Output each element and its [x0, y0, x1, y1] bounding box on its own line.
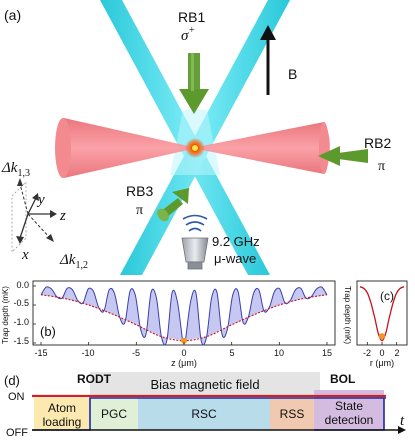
panel-b-frame	[32, 280, 336, 346]
panel-a: (a) RB1 σ+ B	[1, 0, 391, 275]
panel-b-label: (b)	[40, 324, 56, 339]
odt-beam-right-face	[319, 122, 329, 174]
axis-x-label: x	[21, 247, 29, 263]
xtick-label: -5	[132, 348, 140, 358]
rb3-polarization: π	[136, 203, 143, 218]
panel-a-label: (a)	[4, 7, 21, 23]
ytick-label: -1.5	[13, 336, 29, 346]
microwave-label: μ-wave	[214, 251, 256, 266]
panel-c: (c) -2 0 2 r (μm) Trap depth (mK)	[343, 280, 408, 368]
panel-b-plot	[33, 285, 328, 346]
panel-b-xlabel: z (μm)	[171, 358, 197, 368]
rb1-label: RB1	[178, 9, 205, 25]
time-axis-arrow	[398, 426, 406, 434]
panel-b: 0.0 -0.5 -1.0 -1.5 -15 -10 -5 0 5 10 15 …	[1, 280, 336, 368]
rb2-label: RB2	[364, 135, 391, 151]
odt-beam-right-cone	[202, 122, 330, 174]
xtick-label: -2	[363, 348, 371, 358]
panel-d-label: (d)	[4, 373, 20, 388]
microwave-horn	[181, 214, 209, 270]
stage-rsc	[138, 398, 270, 430]
axis-z-label: z	[59, 208, 66, 224]
atom-marker	[181, 337, 187, 344]
lattice-fill	[41, 286, 327, 345]
axis-y-label: y	[36, 192, 45, 208]
delta-k12-label: Δk1,2	[59, 252, 88, 271]
stage-pgc	[90, 398, 138, 430]
xtick-label: 0	[379, 348, 384, 358]
coordinate-frame	[11, 178, 57, 253]
panel-b-yticks: 0.0 -0.5 -1.0 -1.5	[13, 280, 29, 346]
xtick-label: -10	[81, 348, 94, 358]
stage-atom-loading-label-2: loading	[43, 415, 82, 429]
panel-d: (d) ON OFF Bias magnetic field RODT BOL …	[4, 372, 406, 439]
panel-c-xticks: -2 0 2	[363, 348, 400, 358]
on-label: ON	[8, 391, 25, 403]
time-axis-label: t	[400, 413, 405, 429]
delta-k13-label: Δk1,3	[1, 160, 30, 179]
stage-state-detection-label: State	[335, 399, 363, 413]
stage-rss-label: RSS	[280, 407, 305, 421]
panel-b-xticks: -15 -10 -5 0 5 10 15	[34, 348, 332, 358]
ytick-label: -0.5	[13, 298, 29, 308]
stage-pgc-label: PGC	[101, 407, 127, 421]
odt-beam	[55, 118, 330, 178]
odt-beam-left-cone	[58, 118, 188, 178]
b-field-arrow	[260, 25, 276, 95]
rb2-polarization: π	[378, 159, 385, 174]
xtick-label: 10	[274, 348, 284, 358]
raman-beam-rb3	[157, 188, 189, 222]
xtick-label: 5	[229, 348, 234, 358]
xtick-label: 15	[322, 348, 332, 358]
panel-c-plot	[359, 286, 405, 345]
ytick-label: 0.0	[16, 280, 29, 290]
rb1-polarization: σ+	[181, 25, 195, 44]
stage-atom-loading-label: Atom	[48, 401, 76, 415]
atom-marker-radial	[379, 333, 385, 340]
raman-beam-rb1	[179, 53, 209, 114]
microwave-frequency: 9.2 GHz	[212, 234, 260, 249]
xtick-label: 2	[394, 348, 399, 358]
stage-state-detection-label-2: detection	[325, 413, 374, 427]
panel-c-xlabel: r (μm)	[370, 358, 394, 368]
stage-rsc-label: RSC	[191, 407, 217, 421]
ytick-label: -1.0	[13, 317, 29, 327]
xtick-label: -15	[34, 348, 47, 358]
bias-field-bar	[90, 372, 320, 395]
xtick-label: 0	[181, 348, 186, 358]
stage-atom-loading	[34, 398, 90, 430]
atom	[191, 144, 199, 152]
odt-beam-left-face	[55, 118, 71, 178]
rodt-label: RODT	[77, 372, 112, 386]
panel-b-ylabel: Trap depth (mK)	[1, 286, 10, 344]
off-label: OFF	[6, 427, 28, 439]
rb3-label: RB3	[126, 183, 153, 199]
panel-c-ylabel: Trap depth (mK)	[343, 286, 352, 344]
raman-beam-rb2	[318, 146, 368, 166]
radial-potential-line	[359, 286, 405, 342]
bias-field-label: Bias magnetic field	[150, 377, 259, 392]
b-field-label: B	[288, 66, 297, 82]
stage-rss	[270, 398, 314, 430]
lattice-potential-line	[40, 286, 328, 346]
bol-label: BOL	[330, 372, 355, 386]
panel-c-label: (c)	[380, 289, 394, 303]
